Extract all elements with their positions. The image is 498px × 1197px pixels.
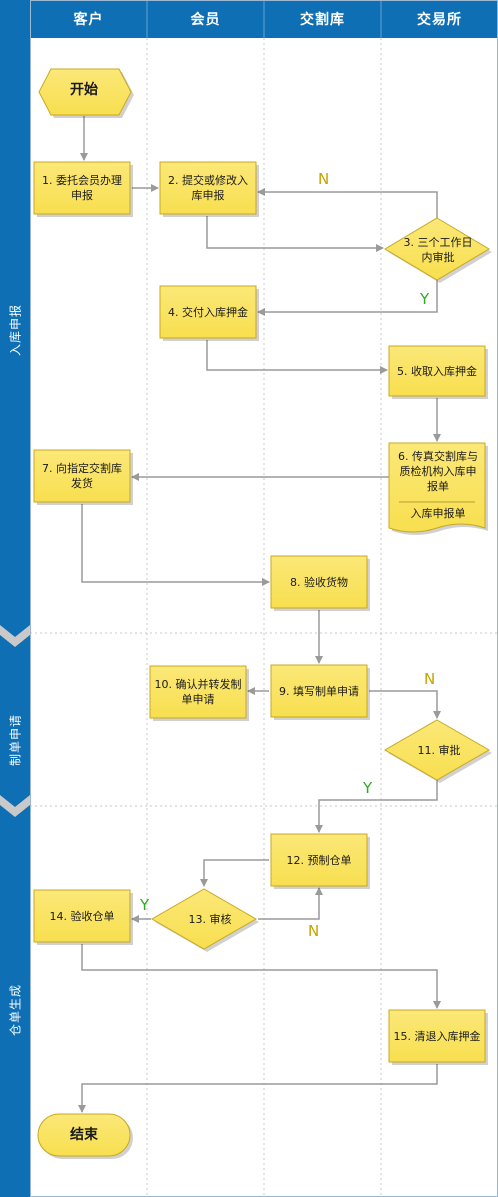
node-1-shape xyxy=(33,161,131,215)
conn-3-2-no xyxy=(257,188,438,218)
phase-label-receipt-apply: 制单申请 xyxy=(8,713,23,767)
node-2-shape xyxy=(159,161,257,215)
label-yes-step11: Y xyxy=(363,779,373,797)
phase-chevron-1 xyxy=(0,625,30,647)
label-yes-step13: Y xyxy=(140,896,150,914)
node-7-shape xyxy=(33,449,131,503)
node-end-shape xyxy=(37,1113,131,1157)
label-no-step11: N xyxy=(424,670,436,688)
node-6-shape xyxy=(388,442,486,533)
node-3-shape xyxy=(384,217,490,281)
conn-4-5 xyxy=(206,340,388,374)
lane-header-customer: 客户 xyxy=(73,12,104,28)
conn-2-3 xyxy=(206,216,384,252)
conn-15-end xyxy=(78,1064,438,1113)
node-5-shape xyxy=(388,345,486,397)
phase-bar xyxy=(0,0,30,1197)
node-13-shape xyxy=(150,888,258,950)
conn-3-4-yes xyxy=(257,280,438,316)
label-no-step13: N xyxy=(308,922,320,940)
conn-13-12-no xyxy=(258,887,323,920)
node-8-shape xyxy=(270,555,368,609)
lane-header-warehouse: 交割库 xyxy=(300,12,345,28)
node-start-shape xyxy=(38,68,132,116)
conn-11-12-yes xyxy=(315,780,438,833)
conn-7-8 xyxy=(81,504,270,586)
phase-chevron-2 xyxy=(0,795,30,817)
node-15-shape xyxy=(388,1009,486,1063)
conn-9-11-no xyxy=(369,690,441,719)
conn-12-13 xyxy=(200,859,269,887)
label-no-step3: N xyxy=(318,170,330,188)
node-9-shape xyxy=(270,664,368,718)
header-bar xyxy=(30,0,498,38)
phase-label-inbound: 入库申报 xyxy=(8,303,23,357)
node-12-shape xyxy=(270,833,368,887)
phase-label-receipt-gen: 仓单生成 xyxy=(8,983,23,1037)
lane-header-member: 会员 xyxy=(190,12,221,28)
node-11-shape xyxy=(383,719,491,781)
node-14-shape xyxy=(33,889,131,943)
conn-14-15 xyxy=(81,944,441,1009)
node-4-shape xyxy=(159,285,257,339)
lane-header-exchange: 交易所 xyxy=(417,12,462,28)
label-yes-step3: Y xyxy=(420,290,430,308)
node-10-shape xyxy=(149,665,247,719)
